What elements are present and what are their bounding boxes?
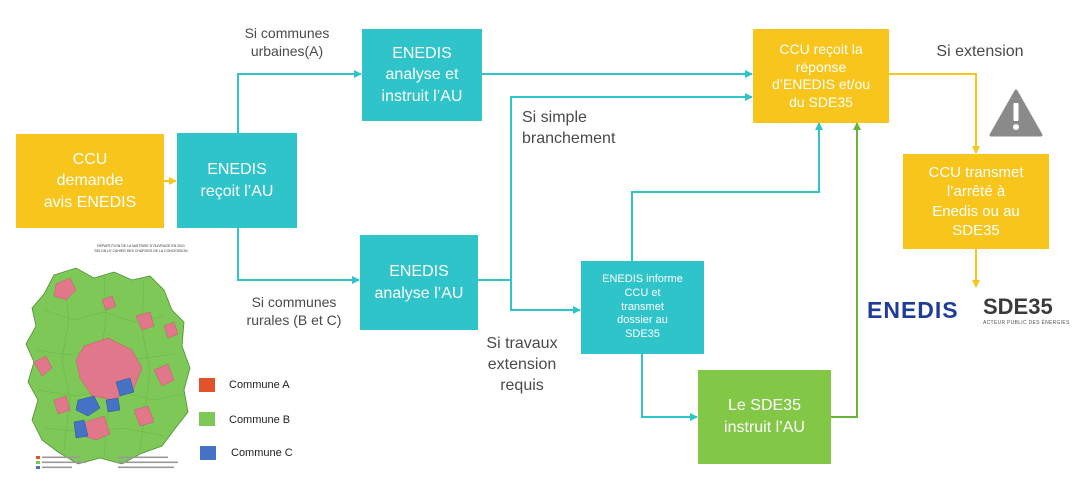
label-si-extension: Si extension: [936, 43, 1024, 60]
arrow-to-urbaines: [237, 70, 362, 133]
box-enedis-informe: ENEDIS informe CCU et transmet dossier a…: [581, 261, 704, 354]
arrow-to-rurales: [237, 228, 360, 284]
map-title: RÉPARTITION DE LA MAÎTRISE D'OUVRAGE EN …: [94, 244, 188, 253]
enedis-logo: ENEDIS: [867, 297, 959, 323]
label-si-travaux: Si travaux extension requis: [486, 335, 558, 394]
box-ccu-transmet: CCU transmet l’arrêté à Enedis ou au SDE…: [903, 154, 1049, 249]
label-si-communes-urbaines: Si communes urbaines(A): [244, 25, 330, 60]
box-enedis-recoit: ENEDIS reçoit l’AU: [177, 133, 297, 228]
box-enedis-analyse: ENEDIS analyse l’AU: [360, 235, 478, 330]
departement-map: [25, 267, 191, 469]
arrow-informe-to-ccu: [631, 122, 823, 261]
legend-swatch-commune-b: [199, 412, 215, 426]
arrow-extension: [889, 73, 980, 154]
box-enedis-analyse-instruit: ENEDIS analyse et instruit l’AU: [362, 29, 482, 121]
label-si-simple-branchement: Si simple branchement: [522, 109, 616, 147]
arrow-simple-branchement: [510, 93, 753, 280]
legend-label-commune-b: Commune B: [229, 414, 291, 426]
legend-swatch-commune-c: [200, 446, 216, 460]
sde35-logo: SDE35: [983, 294, 1053, 319]
box-sde35-instruit: Le SDE35 instruit l’AU: [698, 370, 831, 464]
arrow-sde35-to-ccu: [831, 122, 861, 418]
warning-triangle-icon: [989, 89, 1043, 137]
legend-swatch-commune-a: [199, 378, 215, 392]
arrow-to-informe: [510, 280, 581, 314]
sde35-logo-subtitle: ACTEUR PUBLIC DES ÉNERGIES: [983, 320, 1070, 326]
legend-label-commune-a: Commune A: [229, 379, 290, 391]
box-ccu-demande: CCU demande avis ENEDIS: [16, 134, 164, 228]
arrow-informe-to-sde35: [641, 354, 698, 421]
label-si-communes-rurales: Si communes rurales (B et C): [246, 294, 342, 329]
legend-label-commune-c: Commune C: [231, 447, 293, 459]
box-ccu-recoit: CCU reçoit la réponse d’ENEDIS et/ou du …: [753, 29, 889, 123]
